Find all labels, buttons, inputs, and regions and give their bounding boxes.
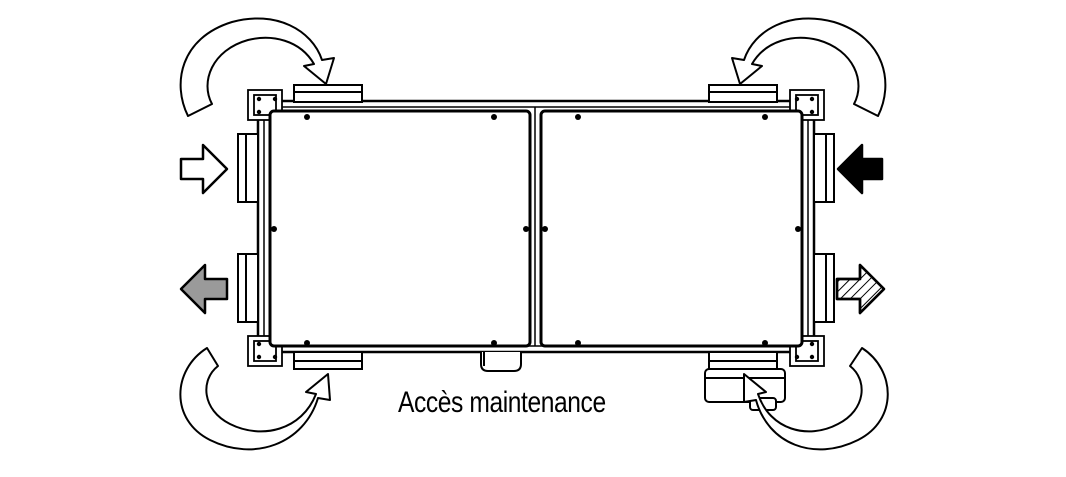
- top-right-rotate-icon: [731, 17, 887, 117]
- unit-housing: [256, 99, 816, 354]
- top-left-rotate-icon: [179, 17, 335, 117]
- mounting-rails: [293, 84, 778, 370]
- right-access-panel: [539, 109, 804, 348]
- bracket-bolts: [256, 96, 815, 360]
- drain-outlet: [480, 352, 522, 372]
- black-arrow-left: [836, 143, 884, 195]
- right-top-spigot: [813, 133, 835, 203]
- gray-arrow-left: [179, 263, 229, 315]
- left-bottom-spigot: [237, 253, 259, 323]
- left-access-panel: [268, 109, 532, 348]
- access-panels: [268, 107, 804, 348]
- left-top-spigot: [237, 133, 259, 203]
- bottom-left-rotate-icon: [179, 347, 331, 451]
- duct-spigots: [237, 133, 835, 323]
- white-arrow-right: [179, 143, 229, 195]
- right-bottom-spigot: [813, 253, 835, 323]
- bottom-right-rotate-icon: [743, 347, 889, 451]
- hatched-arrow-right: [835, 263, 886, 315]
- panel-screws: [271, 114, 801, 346]
- maintenance-access-label: Accès maintenance: [398, 386, 606, 419]
